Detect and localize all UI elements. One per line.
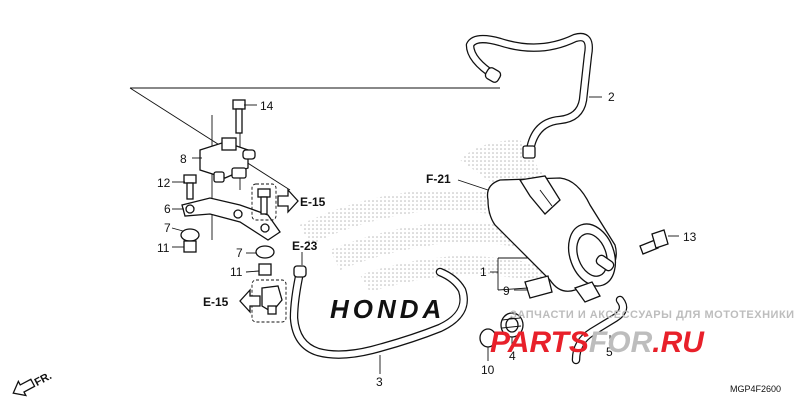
watermark-brand-parts: PARTS [490,326,589,359]
leader-lines [171,96,679,374]
svg-text:PARTSFOR.RU: PARTSFOR.RU [490,326,705,359]
callout-13: 13 [683,230,697,244]
solenoid-valve-8 [199,137,256,183]
hose-5 [571,295,628,365]
bolt-upper-right [251,183,277,221]
watermark-brand-ru: .RU [652,326,705,359]
bracket-6 [181,197,281,241]
callout-11a: 11 [157,241,170,255]
honda-logo-text: HONDA [330,294,445,324]
clamp-4 [500,312,524,338]
callout-14: 14 [260,99,274,113]
hose-3 [289,265,468,359]
bolt-14 [232,99,246,134]
diagram-code: MGP4F2600 [730,384,781,394]
hose-2 [465,32,593,159]
watermark-caption: ЗАПЧАСТИ И АКСЕССУАРЫ ДЛЯ МОТОТЕХНИКИ [510,309,795,321]
grommet-7b [255,245,275,259]
bolt-12 [183,174,197,200]
front-direction-arrow: FR. [12,370,54,397]
ref-arrow-e15a [277,188,299,214]
reference-labels: F-21 E-15 E-23 E-15 [203,172,451,309]
front-label: FR. [33,370,54,389]
evap-canister [486,175,617,303]
grommet-7a [180,228,200,242]
callout-11b: 11 [230,265,243,279]
ref-arrow-f21 [457,179,489,191]
callout-9: 9 [503,284,510,298]
ref-e23: E-23 [292,239,318,253]
callout-10: 10 [481,363,495,377]
callout-5: 5 [606,345,613,359]
callout-3: 3 [376,375,383,389]
ref-arrow-e15b [239,288,261,314]
callout-labels: 2 14 8 12 6 7 11 7 11 1 9 13 4 5 10 3 [157,90,697,389]
callout-12: 12 [157,176,171,190]
callout-8: 8 [180,152,187,166]
callout-7a: 7 [164,221,171,235]
ref-e15b: E-15 [203,295,229,309]
ref-f21: F-21 [426,172,451,186]
callout-2: 2 [608,90,615,104]
callout-1: 1 [480,265,487,279]
bolt-13 [639,229,669,255]
callout-6: 6 [164,202,171,216]
callout-4: 4 [509,349,516,363]
connector-assembly [251,279,287,323]
ref-e15a: E-15 [300,195,326,209]
watermark-brand-for: FOR [589,326,653,359]
site-watermark: ЗАПЧАСТИ И АКСЕССУАРЫ ДЛЯ МОТОТЕХНИКИ PA… [490,309,795,359]
collar-11a [183,240,197,253]
collar-11b [258,263,272,276]
callout-7b: 7 [236,246,243,260]
